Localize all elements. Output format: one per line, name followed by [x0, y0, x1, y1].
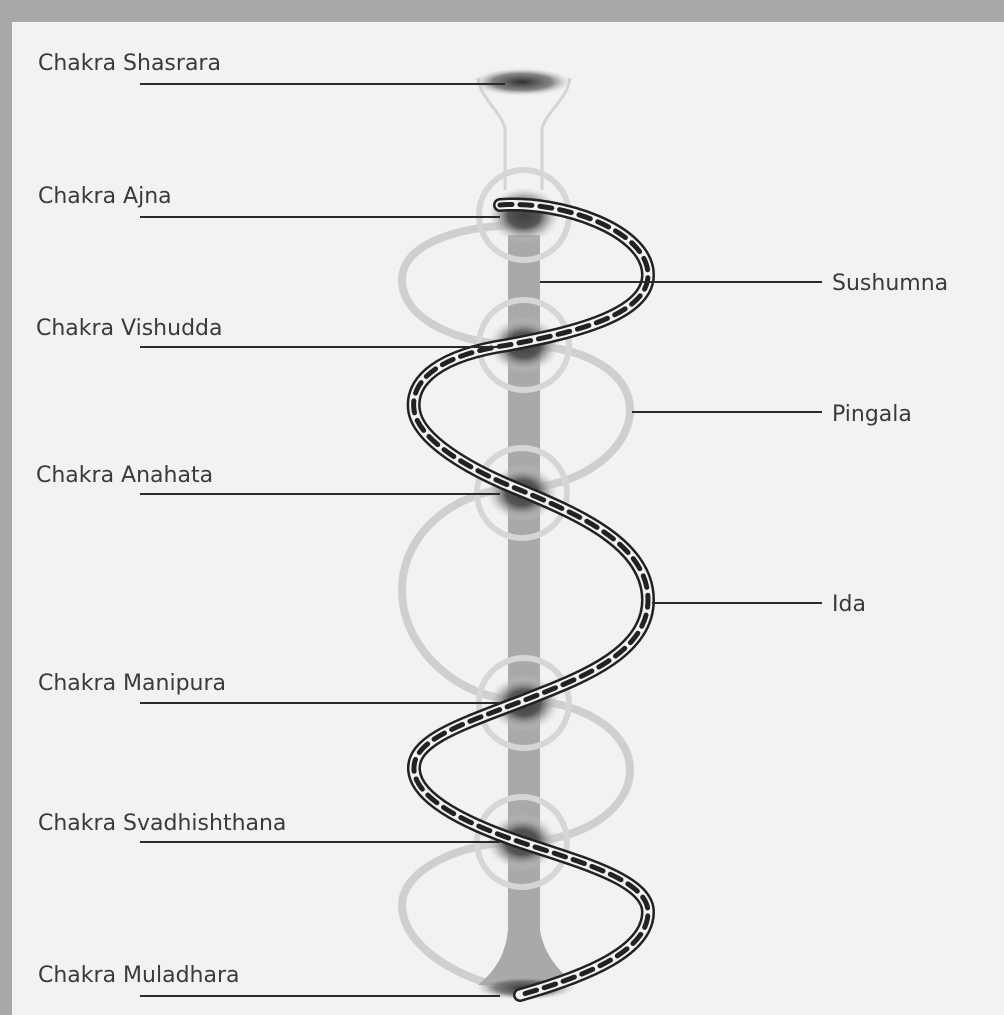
label-chakra-shasrara: Chakra Shasrara: [38, 51, 221, 76]
ida-channel: [406, 197, 656, 1002]
label-chakra-ajna: Chakra Ajna: [38, 184, 172, 209]
label-pingala: Pingala: [832, 402, 912, 427]
label-chakra-anahata: Chakra Anahata: [36, 463, 213, 488]
leader-lines: [140, 83, 822, 997]
sushumna-column: [478, 235, 575, 985]
pingala-loop-3: [397, 484, 521, 704]
label-sushumna: Sushumna: [832, 271, 948, 296]
pingala-loop-5: [397, 838, 521, 994]
pingala-loop-1: [397, 221, 521, 349]
label-chakra-vishudda: Chakra Vishudda: [36, 316, 222, 341]
label-ida: Ida: [832, 592, 866, 617]
label-chakra-svadhishthana: Chakra Svadhishthana: [38, 811, 286, 836]
label-chakra-manipura: Chakra Manipura: [38, 671, 226, 696]
labels: Chakra Shasrara Chakra Ajna Chakra Vishu…: [36, 51, 948, 988]
chakra-shasrara-core: [472, 68, 572, 96]
label-chakra-muladhara: Chakra Muladhara: [38, 963, 239, 988]
chakra-ajna-core: [488, 187, 560, 243]
